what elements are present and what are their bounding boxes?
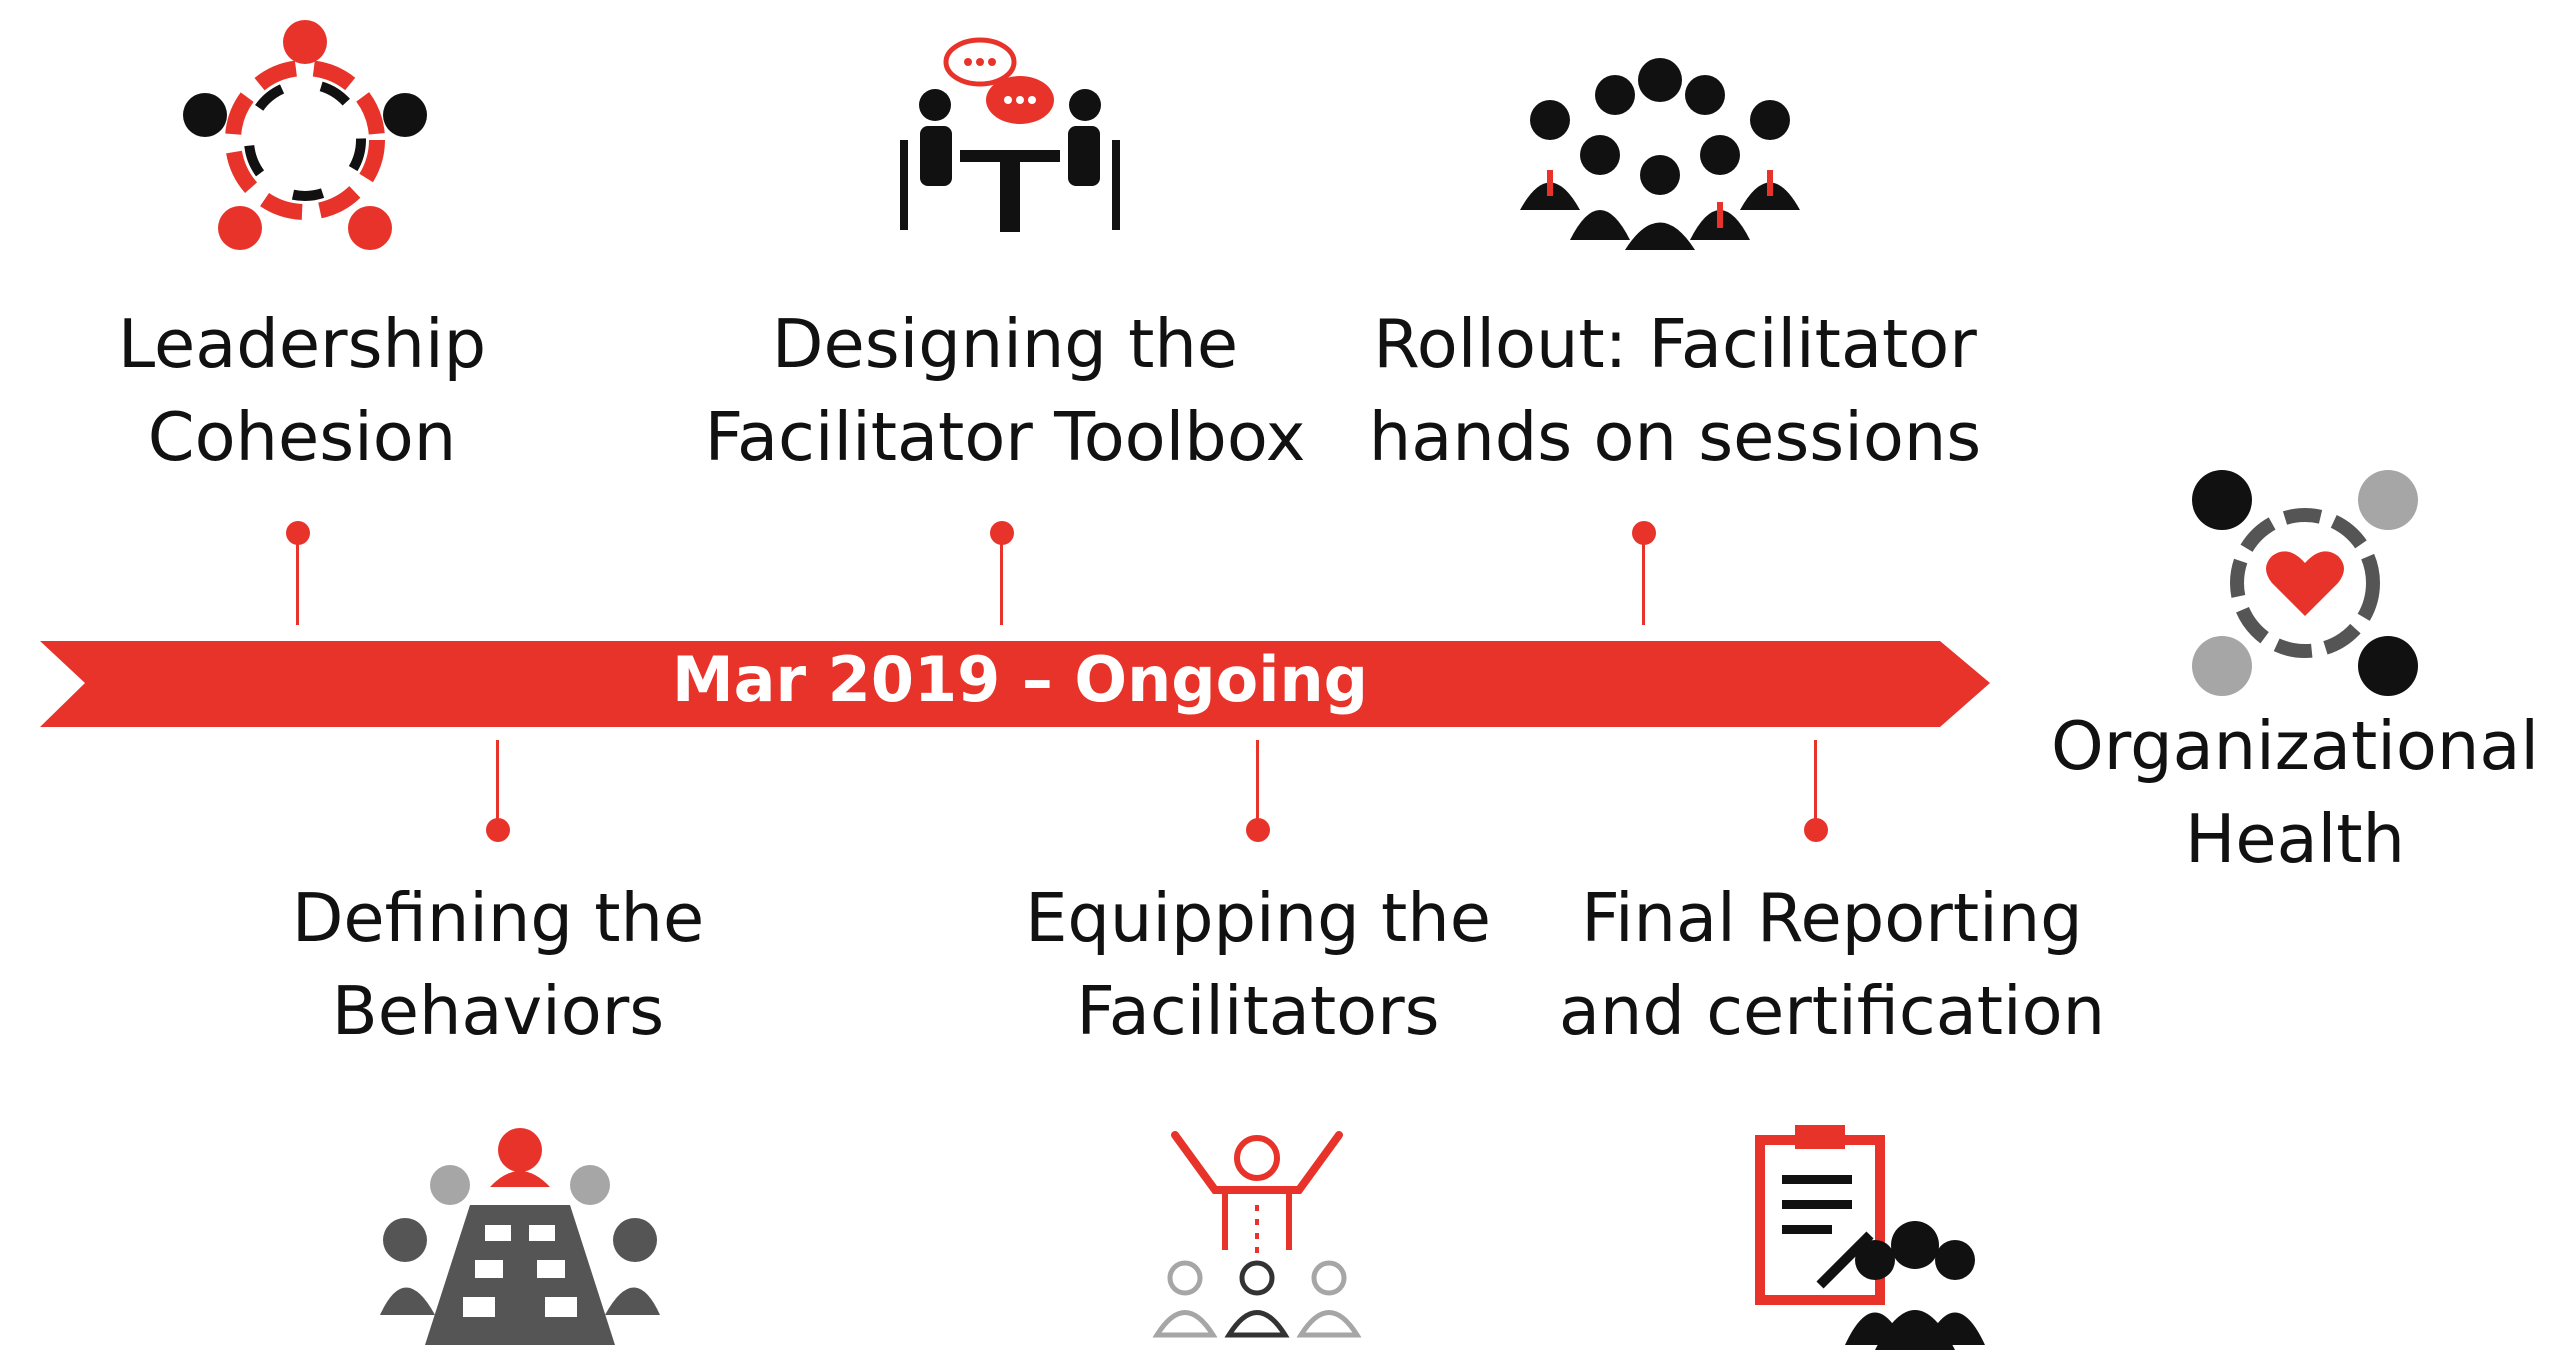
meeting-table-icon bbox=[380, 1128, 660, 1345]
heart-network-icon bbox=[2192, 470, 2418, 696]
stage-connector bbox=[496, 740, 499, 830]
clipboard-team-icon bbox=[1755, 1125, 1985, 1350]
stage-connector bbox=[1642, 533, 1645, 625]
leadership-circle-icon bbox=[183, 20, 427, 250]
timeline-label: Mar 2019 – Ongoing bbox=[671, 643, 1369, 716]
conversation-icon bbox=[900, 37, 1120, 232]
stage-marker-dot bbox=[1246, 818, 1270, 842]
group-people-icon bbox=[1520, 58, 1800, 250]
stage-marker-dot bbox=[486, 818, 510, 842]
facilitator-training-icon bbox=[1152, 1131, 1362, 1338]
stage-connector bbox=[296, 533, 299, 625]
stage-marker-dot bbox=[1804, 818, 1828, 842]
stage-connector bbox=[1000, 533, 1003, 625]
stage-connector bbox=[1256, 740, 1259, 830]
stage-connector bbox=[1814, 740, 1817, 830]
